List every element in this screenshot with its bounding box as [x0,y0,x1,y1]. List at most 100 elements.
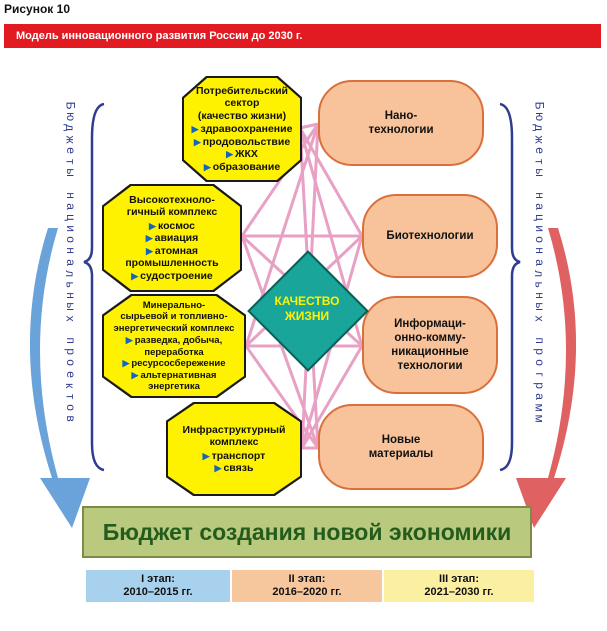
diagram-title: Модель инновационного развития России до… [4,24,601,48]
vertical-letter: ы [63,168,78,178]
sector-hightech: Высокотехноло-гичный комплекс ▶космос ▶а… [102,184,242,292]
tech-materials: Новые материалы [318,404,484,490]
vertical-letter: т [532,158,547,165]
vertical-letter: т [63,158,78,165]
sector-energy: Минерально-сырьевой и топливно-энергетич… [102,294,246,398]
bullet-arrow-icon: ▶ [202,450,210,461]
bullet-arrow-icon: ▶ [214,463,222,473]
left-budget-arrow [29,228,90,528]
connection-line [300,345,364,449]
vertical-letter: о [532,236,547,244]
vertical-letter: р [63,348,78,356]
vertical-letter: о [63,236,78,244]
figure-label: Рисунок 10 [4,2,70,16]
vertical-letter: ы [532,302,547,312]
vertical-letter: х [63,315,78,322]
vertical-letter: и [63,225,78,233]
vertical-letter: п [532,337,547,344]
vertical-letter: в [63,415,78,423]
tech-ict: Информаци- онно-комму- никационные техно… [362,296,498,394]
vertical-letter: д [532,124,547,132]
vertical-letter: о [532,359,547,367]
stage-2: II этап: 2016–2020 гг. [232,570,382,602]
vertical-letter: ю [63,112,78,122]
vertical-letter: а [63,258,78,266]
stage-1: I этап: 2010–2015 гг. [86,570,230,602]
vertical-letter: е [63,147,78,154]
vertical-letter: Б [532,101,547,110]
vertical-letter: ц [532,214,547,221]
vertical-letter: х [532,315,547,322]
vertical-letter [64,182,75,185]
vertical-letter: м [532,414,547,423]
left-brace [83,102,105,472]
bullet-arrow-icon: ▶ [145,245,153,256]
vertical-letter [533,182,544,185]
new-economy-budget-bar: Бюджет создания новой экономики [82,506,532,558]
vertical-letter: р [532,348,547,356]
bullet-arrow-icon: ▶ [131,270,139,281]
vertical-letter: о [63,359,78,367]
bullet-arrow-icon: ▶ [191,124,199,135]
sector-energy-content: Минерально-сырьевой и топливно-энергетич… [104,296,244,396]
vertical-letter: о [63,404,78,411]
vertical-letter: а [63,202,78,210]
vertical-letter: ы [63,302,78,312]
vertical-letter: Б [63,101,78,110]
bullet-arrow-icon: ▶ [145,233,153,244]
bullet-arrow-icon: ▶ [131,369,139,380]
new-economy-budget-label: Бюджет создания новой экономики [102,518,512,545]
vertical-letter: д [63,124,78,132]
vertical-letter: е [532,147,547,154]
vertical-letter: г [532,371,547,377]
vertical-letter: ь [63,281,78,288]
vertical-letter: ж [63,135,78,144]
tech-nano: Нано- технологии [318,80,484,166]
vertical-letter: ь [532,281,547,288]
vertical-letter: ы [532,168,547,178]
vertical-letter: л [532,269,547,277]
bullet-arrow-icon: ▶ [122,358,130,368]
vertical-letter: и [532,225,547,233]
vertical-letter: к [63,382,78,388]
vertical-letter: н [532,292,547,300]
vertical-letter: ю [532,112,547,122]
vertical-letter: п [63,337,78,344]
vertical-letter: т [63,393,78,400]
vertical-letter: а [532,258,547,266]
bullet-arrow-icon: ▶ [193,136,201,147]
vertical-letter: а [532,202,547,210]
bullet-arrow-icon: ▶ [226,149,233,160]
vertical-letter: ж [532,135,547,144]
right-budget-arrow [516,228,577,528]
connection-line [299,122,319,130]
vertical-letter: н [532,191,547,199]
vertical-letter: н [63,247,78,255]
vertical-letter: н [63,191,78,199]
bullet-arrow-icon: ▶ [203,161,211,172]
stage-3: III этап: 2021–2030 гг. [384,570,534,602]
vertical-letter [533,328,544,331]
vertical-letter: е [63,370,78,378]
quality-of-life-label: КАЧЕСТВО ЖИЗНИ [274,294,340,323]
vertical-letter: ц [63,214,78,221]
sector-title: Минерально-сырьевой и топливно-энергетич… [113,299,235,334]
vertical-letter [64,328,75,331]
vertical-letter: н [63,292,78,300]
vertical-letter: р [532,381,547,389]
vertical-letter: н [532,247,547,255]
bullet-arrow-icon: ▶ [125,335,133,345]
tech-bio: Биотехнологии [362,194,498,278]
sector-title: Высокотехноло-гичный комплекс [126,193,218,219]
vertical-letter: м [532,403,547,412]
right-brace [499,102,521,472]
